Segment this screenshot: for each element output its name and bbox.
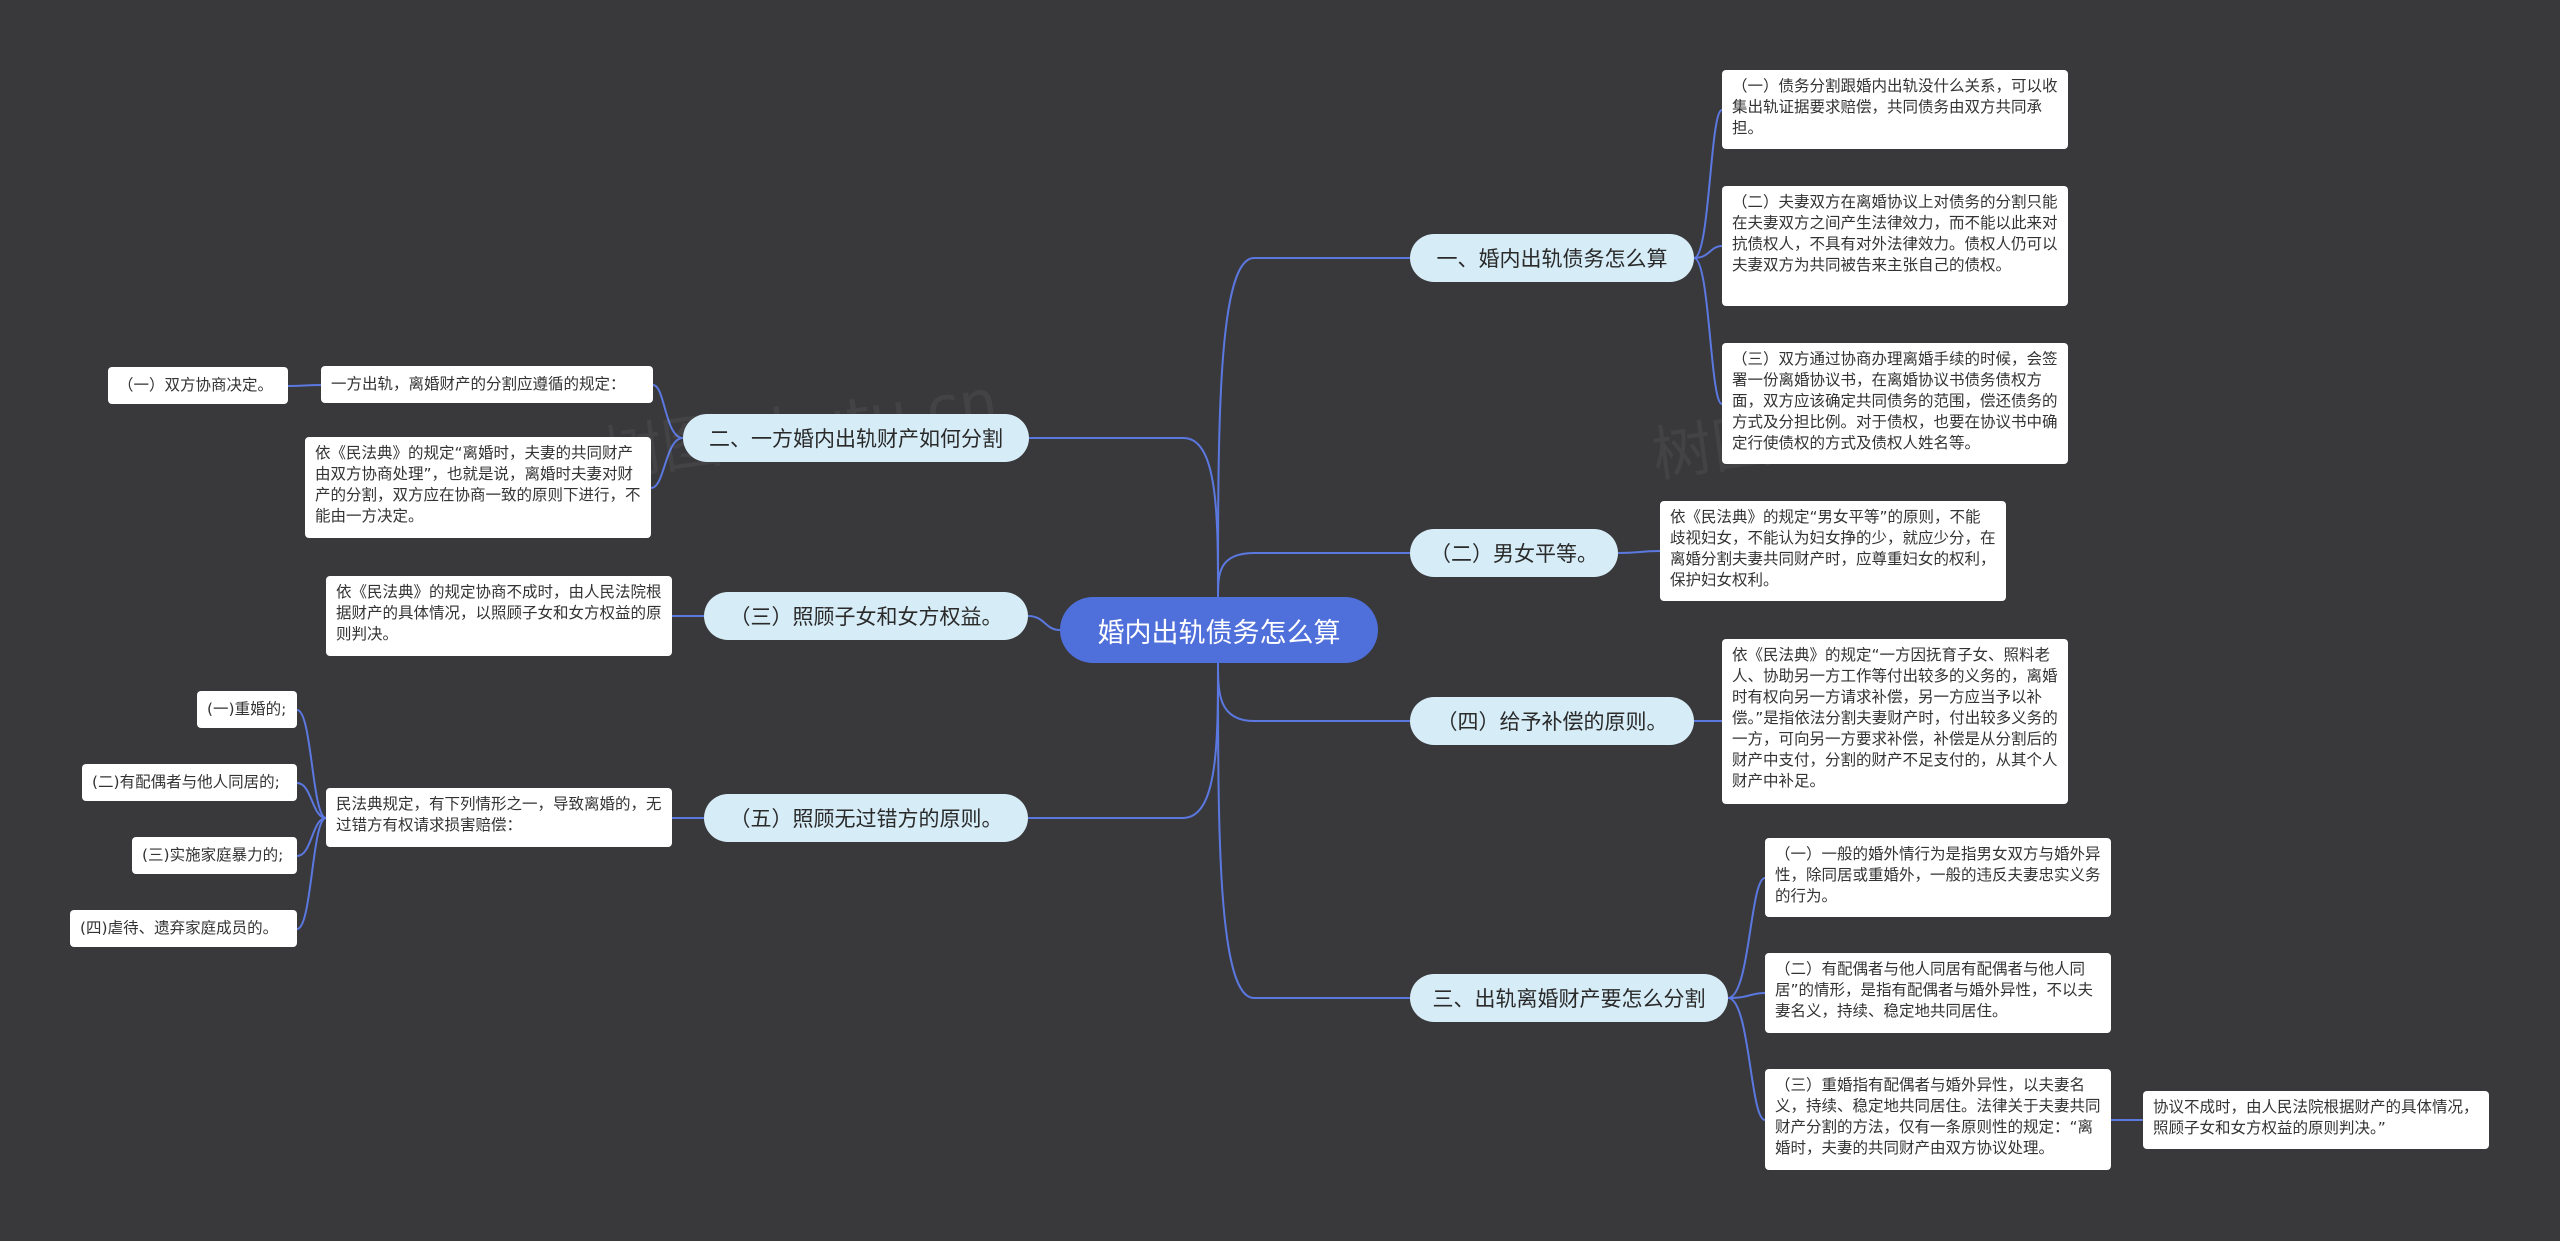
branch-care-children-women[interactable]: （三）照顾子女和女方权益。 <box>704 592 1028 640</box>
connector-line <box>296 817 327 930</box>
leaf-innocent-party[interactable]: 民法典规定，有下列情形之一，导致离婚的，无过错方有权请求损害赔偿： <box>326 788 672 847</box>
connector-line <box>1693 257 1723 405</box>
root-topic[interactable]: 婚内出轨债务怎么算 <box>1060 597 1378 663</box>
branch-debt-calculation[interactable]: 一、婚内出轨债务怎么算 <box>1410 234 1694 282</box>
leaf-affair-rule-negotiate[interactable]: （一）双方协商决定。 <box>108 367 288 404</box>
connector-line <box>1029 437 1219 598</box>
connector-line <box>1693 109 1723 259</box>
connector-line <box>1693 245 1723 259</box>
connector-line <box>652 384 684 439</box>
leaf-property-3[interactable]: （三）重婚指有配偶者与婚外异性，以夫妻名义，持续、稳定地共同居住。法律关于夫妻共… <box>1765 1069 2111 1170</box>
branch-one-party-affair[interactable]: 二、一方婚内出轨财产如何分割 <box>683 414 1029 462</box>
leaf-property-3-detail[interactable]: 协议不成时，由人民法院根据财产的具体情况，照顾子女和女方权益的原则判决。” <box>2143 1091 2489 1149</box>
branch-innocent-party[interactable]: （五）照顾无过错方的原则。 <box>704 794 1028 842</box>
branch-gender-equality[interactable]: （二）男女平等。 <box>1410 529 1618 577</box>
connector-line <box>650 437 684 489</box>
leaf-domestic-violence[interactable]: (三)实施家庭暴力的; <box>132 837 297 874</box>
leaf-affair-civil-code[interactable]: 依《民法典》的规定“离婚时，夫妻的共同财产由双方协商处理”，也就是说，离婚时夫妻… <box>305 437 651 538</box>
connector-line <box>1617 550 1661 554</box>
connector-line <box>1217 552 1410 598</box>
leaf-debt-3[interactable]: （三）双方通过协商办理离婚手续的时候，会签署一份离婚协议书，在离婚协议书债务债权… <box>1722 343 2068 464</box>
leaf-care-children[interactable]: 依《民法典》的规定协商不成时，由人民法院根据财产的具体情况，以照顾子女和女方权益… <box>326 576 672 656</box>
leaf-cohabitation[interactable]: (二)有配偶者与他人同居的; <box>82 764 297 801</box>
connector-line <box>296 709 327 819</box>
leaf-affair-rule[interactable]: 一方出轨，离婚财产的分割应遵循的规定： <box>321 366 653 403</box>
branch-compensation[interactable]: （四）给予补偿的原则。 <box>1410 697 1694 745</box>
leaf-equality[interactable]: 依《民法典》的规定“男女平等”的原则，不能歧视妇女，不能认为妇女挣的少，就应少分… <box>1660 501 2006 601</box>
connector-line <box>1727 992 1766 999</box>
connector-line <box>1027 615 1061 631</box>
leaf-property-1[interactable]: （一）一般的婚外情行为是指男女双方与婚外异性，除同居或重婚外，一般的违反夫妻忠实… <box>1765 838 2111 917</box>
connector-line <box>296 782 327 819</box>
connector-line <box>1217 257 1410 598</box>
connector-line <box>287 384 322 387</box>
leaf-debt-1[interactable]: （一）债务分割跟婚内出轨没什么关系，可以收集出轨证据要求赔偿，共同债务由双方共同… <box>1722 70 2068 149</box>
leaf-debt-2[interactable]: （二）夫妻双方在离婚协议上对债务的分割只能在夫妻双方之间产生法律效力，而不能以此… <box>1722 186 2068 306</box>
branch-property-division[interactable]: 三、出轨离婚财产要怎么分割 <box>1410 974 1728 1022</box>
connector-line <box>1727 877 1766 999</box>
leaf-abuse-abandon[interactable]: (四)虐待、遗弃家庭成员的。 <box>70 910 297 947</box>
leaf-bigamy[interactable]: (一)重婚的; <box>197 691 297 728</box>
connector-line <box>1727 997 1766 1121</box>
leaf-property-2[interactable]: （二）有配偶者与他人同居有配偶者与他人同居”的情形，是指有配偶者与婚外异性，不以… <box>1765 953 2111 1033</box>
leaf-compensation[interactable]: 依《民法典》的规定“一方因抚育子女、照料老人、协助另一方工作等付出较多的义务的，… <box>1722 639 2068 804</box>
connector-line <box>1217 662 1410 999</box>
connector-line <box>1217 662 1410 722</box>
connector-line <box>1028 662 1219 819</box>
